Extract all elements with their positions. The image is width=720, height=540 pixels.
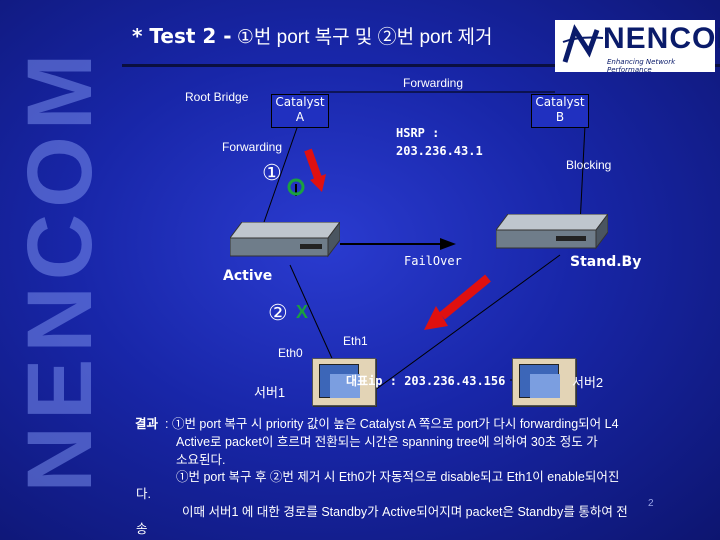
page-number: 2 xyxy=(648,498,654,509)
slide-title: * Test 2 - ①번 port 복구 및 ②번 port 제거 xyxy=(132,22,492,49)
logo-tagline: Enhancing Network Performance xyxy=(607,58,676,74)
forwarding-top-label: Forwarding xyxy=(403,76,464,90)
catalyst-b-label: Catalyst B xyxy=(531,94,589,128)
failover-arrow xyxy=(340,238,456,250)
server-2-label: 서버2 xyxy=(572,375,604,390)
result-line-5: 다. xyxy=(136,487,151,501)
result-line-2: Active로 packet이 흐르며 전환되는 시간은 spanning tr… xyxy=(176,435,598,449)
server-1 xyxy=(312,358,376,406)
server-1-screen xyxy=(319,364,360,398)
result-label: 결과 xyxy=(135,417,159,431)
red-arrow-1 xyxy=(304,148,326,192)
switch-b-icon xyxy=(495,212,609,250)
result-line-7: 송 xyxy=(136,522,148,536)
eth1-label: Eth1 xyxy=(343,334,368,348)
root-bridge-label: Root Bridge xyxy=(185,90,249,104)
catalyst-b-switch xyxy=(495,212,609,262)
blocking-label: Blocking xyxy=(566,158,612,172)
virtual-ip-label: 대표ip : 203.236.43.156 xyxy=(346,374,506,388)
title-rule xyxy=(122,64,720,67)
title-prefix: * Test 2 - xyxy=(132,24,232,48)
port-2-marker: ② xyxy=(268,300,288,325)
server-2-screen xyxy=(519,364,560,398)
result-line-6: 이때 서버1 에 대한 경로를 Standby가 Active되어지며 pack… xyxy=(182,505,628,519)
red-arrow-2 xyxy=(424,274,491,330)
server-2 xyxy=(512,358,576,406)
forwarding-left-label: Forwarding xyxy=(222,140,283,154)
title-text: ①번 port 복구 및 ②번 port 제거 xyxy=(236,27,493,48)
hsrp-label: HSRP : 203.236.43.1 xyxy=(396,126,483,158)
server-1-label: 서버1 xyxy=(254,385,286,400)
switch-a-icon xyxy=(229,220,341,258)
catalyst-a-label: Catalyst A xyxy=(271,94,329,128)
catalyst-a-switch xyxy=(229,220,341,270)
standby-label: Stand.By xyxy=(570,254,642,270)
active-label: Active xyxy=(223,268,273,284)
result-line-3: 소요된다. xyxy=(176,453,226,467)
failover-label: FailOver xyxy=(404,254,462,268)
result-line-1: : ①번 port 복구 시 priority 값이 높은 Catalyst A… xyxy=(165,417,619,431)
port-2-removed-icon: X xyxy=(296,302,309,322)
company-logo: NENCOM Enhancing Network Performance xyxy=(555,20,720,74)
result-line-4: ①번 port 복구 후 ②번 제거 시 Eth0가 자동적으로 disable… xyxy=(176,470,620,484)
port-1-icon xyxy=(287,178,305,196)
port-1-marker: ① xyxy=(262,160,282,185)
logo-mark-icon xyxy=(562,24,604,63)
eth0-label: Eth0 xyxy=(278,346,303,360)
logo-text: NENCOM xyxy=(603,22,720,55)
